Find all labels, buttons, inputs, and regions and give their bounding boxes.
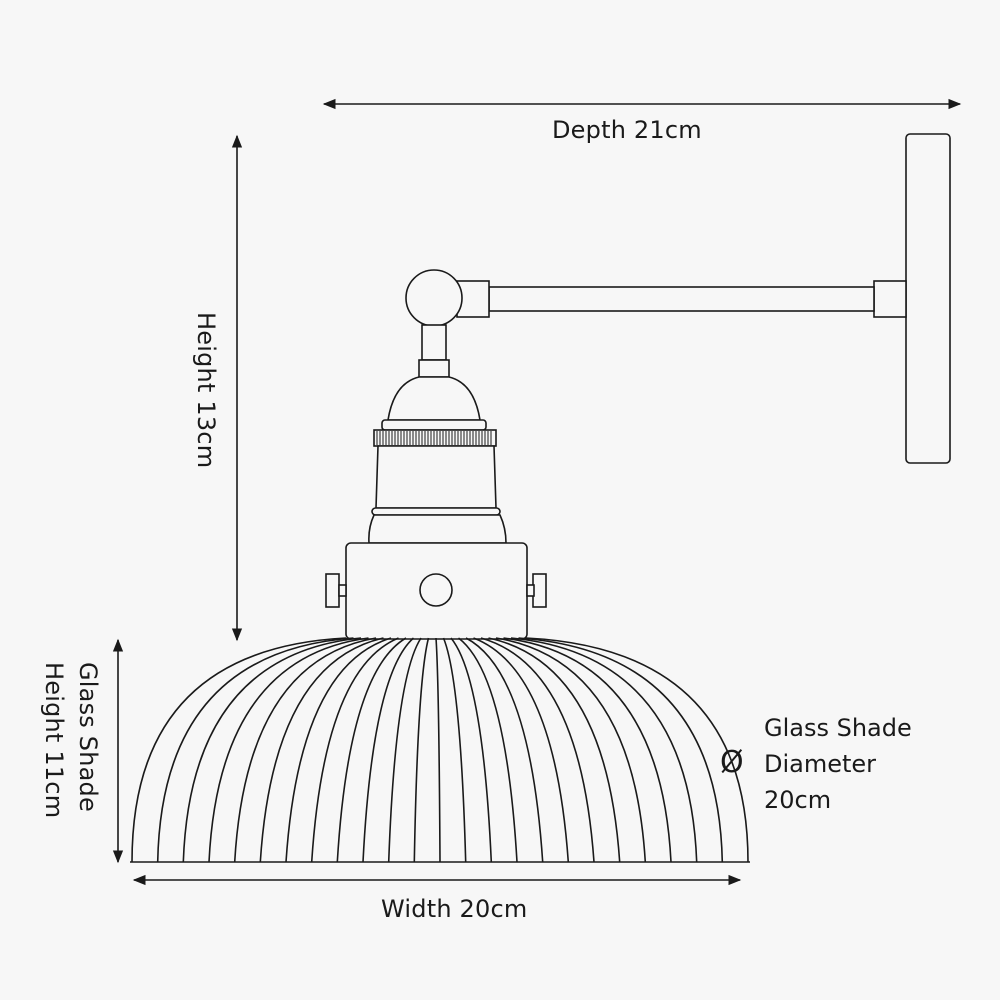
thumbscrew-left-shaft [338, 584, 347, 597]
glass-rib [362, 637, 415, 863]
arm-rod [488, 286, 875, 312]
thumbscrew-left-head [325, 573, 340, 608]
glass-rib [518, 637, 724, 863]
shade-gallery [345, 542, 528, 640]
glass-rib [259, 637, 384, 863]
glass-rib [310, 637, 399, 863]
lampholder-body [375, 445, 497, 509]
glass-rib [458, 637, 518, 863]
glass-rib [525, 637, 749, 863]
glass-rib [480, 637, 595, 863]
thumbscrew-right-head [532, 573, 547, 608]
glass-rib [435, 637, 441, 863]
glass-rib [233, 637, 377, 863]
glass-rib [387, 637, 422, 863]
height-label: Height 13cm [192, 312, 220, 469]
glass-rib [495, 637, 647, 863]
glass-rib [503, 637, 672, 863]
glass-rib [285, 637, 392, 863]
lampholder-lower [368, 514, 507, 544]
glass-rib [131, 637, 347, 863]
glass-rib [450, 637, 493, 863]
diameter-label-line1: Glass Shade [764, 714, 912, 742]
glass-shade-ribs [131, 637, 749, 863]
diameter-label-line2: Diameter [764, 750, 877, 778]
glass-rib [413, 637, 430, 863]
glass-rib [442, 637, 467, 863]
glass-rib [465, 637, 544, 863]
width-label: Width 20cm [381, 895, 528, 923]
diameter-label: Glass Shade Diameter 20cm [764, 710, 912, 818]
thumbscrew-right-shaft [526, 584, 535, 597]
glass-rib [156, 637, 354, 863]
glass-rib [488, 637, 621, 863]
shade-height-label-line2: Height 11cm [40, 662, 68, 819]
shade-height-label-line1: Glass Shade [74, 662, 102, 812]
neck-collar [418, 359, 450, 378]
diameter-icon: Ø [720, 745, 744, 780]
lampholder-dome [387, 376, 481, 421]
glass-rib [182, 637, 362, 863]
neck [421, 324, 447, 361]
wall-plate [905, 133, 951, 464]
glass-rib [510, 637, 698, 863]
arm-collar-wall [873, 280, 907, 318]
lampholder-rim [381, 419, 487, 431]
lampholder-band [371, 507, 501, 516]
glass-rib [208, 637, 369, 863]
depth-label: Depth 21cm [552, 116, 702, 144]
glass-rib [473, 637, 570, 863]
gallery-hole [419, 573, 453, 607]
knuckle-ball [405, 269, 463, 327]
diameter-label-line3: 20cm [764, 786, 832, 814]
glass-rib [336, 637, 407, 863]
